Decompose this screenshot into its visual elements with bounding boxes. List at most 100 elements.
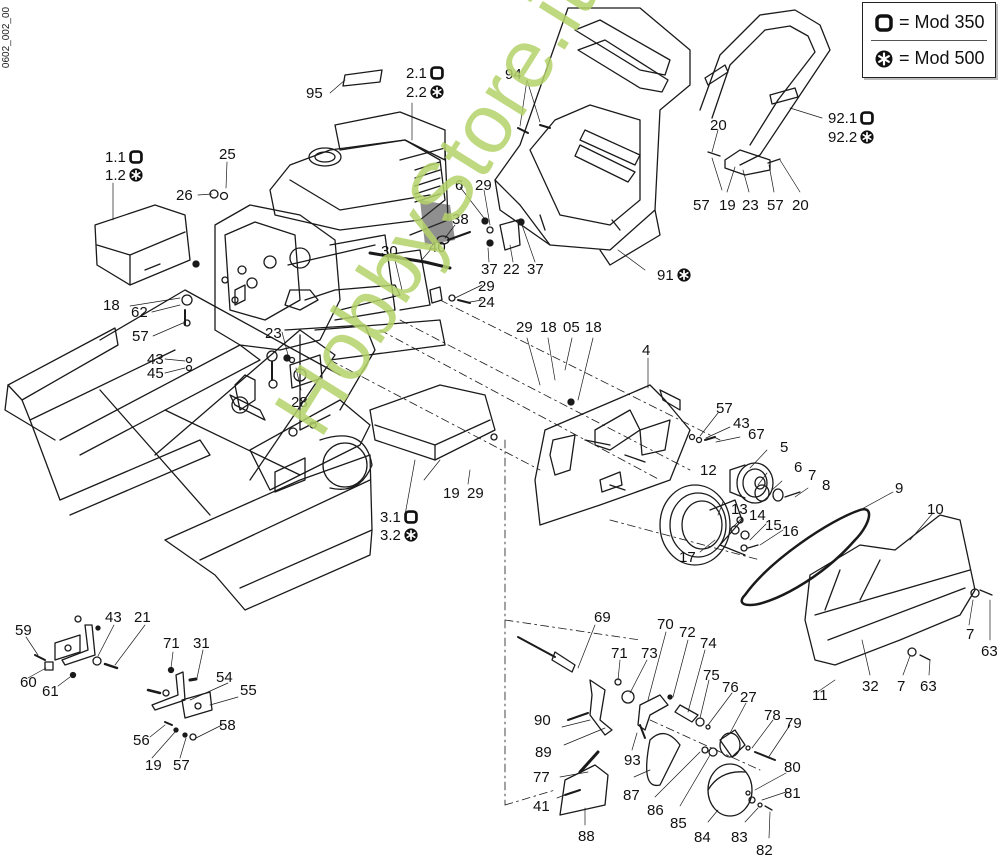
callout-25: 25 (219, 146, 236, 163)
callout-79: 79 (785, 715, 802, 732)
asterisk-icon (404, 528, 418, 542)
callout-91-text: 91 (657, 267, 674, 284)
callout-6-b: 6 (794, 459, 803, 476)
callout-2-1: 2.1 (406, 66, 444, 81)
callout-37: 37 (481, 261, 498, 278)
callout-57-b: 57 (767, 197, 784, 214)
square-icon (875, 13, 893, 32)
callout-11: 11 (812, 687, 828, 704)
callout-88: 88 (578, 828, 595, 845)
callout-75: 75 (703, 667, 720, 684)
callout-58: 58 (219, 717, 236, 734)
callout-17: 17 (679, 549, 696, 566)
callout-28: 28 (291, 394, 308, 411)
callout-84: 84 (694, 829, 711, 846)
asterisk-icon (860, 130, 874, 144)
callout-1-2-text: 1.2 (105, 167, 126, 184)
callout-10: 10 (927, 501, 944, 518)
fasteners (181, 124, 716, 444)
callout-69: 69 (594, 609, 611, 626)
callout-60: 60 (20, 674, 37, 691)
callout-87: 87 (623, 787, 640, 804)
callout-95: 95 (306, 85, 323, 102)
callout-92-2: 92.2 (828, 130, 874, 145)
drive-plate (534, 384, 691, 526)
callout-43-c: 43 (105, 609, 122, 626)
callout-94: 94 (505, 66, 522, 83)
callout-55: 55 (240, 682, 257, 699)
legend-row-mod-350: = Mod 350 (875, 12, 985, 33)
leader-lines (25, 79, 991, 839)
callout-83: 83 (731, 829, 748, 846)
callout-16: 16 (782, 523, 799, 540)
callout-40: 40 (429, 239, 446, 256)
callout-45: 45 (147, 365, 164, 382)
asterisk-icon (430, 85, 444, 99)
callout-29-c: 29 (516, 319, 533, 336)
callout-70: 70 (657, 616, 674, 633)
callout-31: 31 (193, 635, 210, 652)
v-belt (740, 508, 871, 607)
callout-26: 26 (176, 187, 193, 204)
callout-63: 63 (981, 643, 998, 660)
callout-3-1: 3.1 (380, 510, 418, 525)
callout-78: 78 (764, 707, 781, 724)
callout-80: 80 (784, 759, 801, 776)
callout-81: 81 (784, 785, 801, 802)
callout-43: 43 (147, 351, 164, 368)
callout-86: 86 (647, 802, 664, 819)
asterisk-icon (129, 168, 143, 182)
callout-19: 19 (719, 197, 736, 214)
callout-67: 67 (748, 426, 765, 443)
chassis-frame (4, 289, 376, 611)
handle-bar (699, 9, 831, 176)
callout-19-b: 19 (443, 485, 460, 502)
callout-82: 82 (756, 842, 773, 859)
square-icon (129, 150, 143, 164)
callout-38: 38 (452, 211, 469, 228)
asterisk-icon (677, 268, 691, 282)
callout-92-1: 92.1 (828, 110, 875, 127)
legend-text-mod-350: = Mod 350 (899, 12, 985, 32)
callout-57-e: 57 (173, 757, 190, 774)
callout-74: 74 (700, 635, 717, 652)
callout-18-c: 18 (585, 319, 602, 336)
callout-37-b: 37 (527, 261, 544, 278)
bracket-kit-1 (34, 615, 119, 679)
callout-24: 24 (478, 294, 495, 311)
callout-22: 22 (503, 261, 520, 278)
callout-56: 56 (133, 732, 150, 749)
callout-92-2-text: 92.2 (828, 129, 858, 146)
callout-90: 90 (534, 712, 551, 729)
legend-divider (871, 40, 987, 41)
callout-57-c: 57 (132, 328, 149, 345)
callout-3-1-text: 3.1 (380, 509, 401, 526)
callout-41: 41 (533, 798, 550, 815)
callout-73: 73 (641, 645, 658, 662)
callout-1-1: 1.1 (105, 150, 143, 165)
engine (214, 111, 455, 361)
pulleys (659, 462, 801, 566)
callout-76: 76 (722, 679, 739, 696)
callout-63-b: 63 (920, 678, 937, 695)
square-icon (404, 510, 418, 524)
callout-1-1-text: 1.1 (105, 149, 126, 166)
legend-row-mod-500: = Mod 500 (875, 48, 985, 69)
callout-8: 8 (822, 477, 831, 494)
callout-18: 18 (103, 297, 120, 314)
callout-93: 93 (624, 752, 641, 769)
callout-2-2: 2.2 (406, 85, 444, 100)
callout-92-1-text: 92.1 (828, 110, 858, 127)
callout-85: 85 (670, 815, 687, 832)
callout-18-b: 18 (540, 319, 557, 336)
callout-32: 32 (862, 678, 879, 695)
callout-2-1-text: 2.1 (406, 65, 427, 82)
square-icon (860, 111, 875, 125)
callout-29-b: 29 (478, 278, 495, 295)
model-legend: = Mod 350 = Mod 500 (862, 2, 996, 78)
clutch-linkage (517, 636, 776, 817)
legend-text-mod-500: = Mod 500 (899, 48, 985, 68)
callout-2-2-text: 2.2 (406, 84, 427, 101)
callout-13: 13 (731, 501, 748, 518)
